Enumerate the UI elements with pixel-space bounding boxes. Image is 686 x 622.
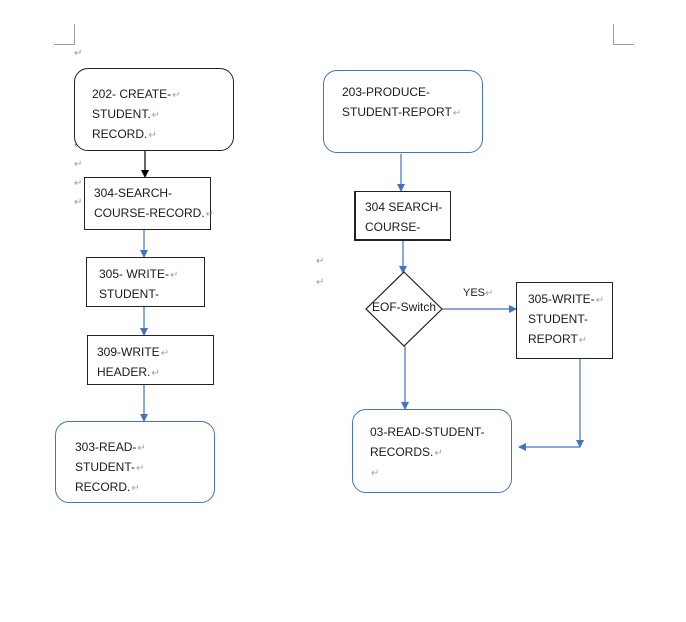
eof-switch-diamond bbox=[365, 271, 443, 347]
node-write-header: 309-WRITE HEADER. bbox=[87, 335, 214, 385]
paragraph-mark-icon: ↵ bbox=[74, 178, 83, 189]
node-line: 304 SEARCH- bbox=[365, 200, 443, 214]
node-search-course-record: 304-SEARCH- COURSE-RECORD. bbox=[84, 177, 211, 230]
paragraph-mark-icon: ↵ bbox=[74, 159, 83, 170]
node-line: STUDENT- bbox=[528, 312, 588, 326]
node-line: 203-PRODUCE- bbox=[342, 85, 431, 99]
node-read-student-record: 303-READ- STUDENT- RECORD. bbox=[55, 421, 215, 503]
node-line: 03-READ-STUDENT- bbox=[370, 425, 485, 439]
node-read-student-records: 03-READ-STUDENT- RECORDS. bbox=[352, 409, 512, 493]
node-line: 304-SEARCH- bbox=[94, 186, 173, 200]
paragraph-mark-icon: ↵ bbox=[74, 48, 83, 59]
node-line: RECORDS. bbox=[370, 443, 511, 463]
node-line: COURSE-RECORD. bbox=[94, 204, 210, 224]
node-line bbox=[370, 463, 511, 483]
node-line: STUDENT- bbox=[75, 458, 214, 478]
paragraph-mark-icon: ↵ bbox=[316, 256, 325, 267]
node-line: 305-WRITE- bbox=[528, 290, 612, 310]
paragraph-mark-icon: ↵ bbox=[74, 197, 83, 208]
node-line: 309-WRITE bbox=[97, 343, 213, 363]
node-produce-student-report: 203-PRODUCE- STUDENT-REPORT bbox=[323, 70, 483, 153]
node-line: HEADER. bbox=[97, 363, 213, 383]
node-line: STUDENT- bbox=[99, 287, 159, 301]
node-line: RECORD. bbox=[75, 478, 214, 498]
eof-switch-label: EOF-Switch bbox=[371, 300, 436, 314]
yes-edge-label: YES bbox=[463, 286, 493, 301]
paragraph-mark-icon: ↵ bbox=[316, 277, 325, 288]
page-corner-mark-top-right bbox=[613, 24, 634, 45]
page-corner-mark-top-left bbox=[54, 24, 75, 45]
node-line: STUDENT-REPORT bbox=[342, 103, 482, 123]
node-write-student-report: 305-WRITE- STUDENT- REPORT bbox=[516, 282, 613, 359]
node-create-student-record: 202- CREATE- STUDENT. RECORD. bbox=[74, 68, 234, 151]
node-line: STUDENT. bbox=[92, 105, 233, 125]
node-search-course: 304 SEARCH- COURSE- bbox=[354, 191, 451, 241]
node-line: REPORT bbox=[528, 330, 612, 350]
node-line: 303-READ- bbox=[75, 438, 214, 458]
node-line: 305- WRITE- bbox=[99, 265, 204, 285]
node-line: RECORD. bbox=[92, 125, 233, 145]
node-write-student: 305- WRITE- STUDENT- bbox=[86, 257, 205, 307]
node-line: COURSE- bbox=[365, 220, 421, 234]
node-line: 202- CREATE- bbox=[92, 85, 233, 105]
